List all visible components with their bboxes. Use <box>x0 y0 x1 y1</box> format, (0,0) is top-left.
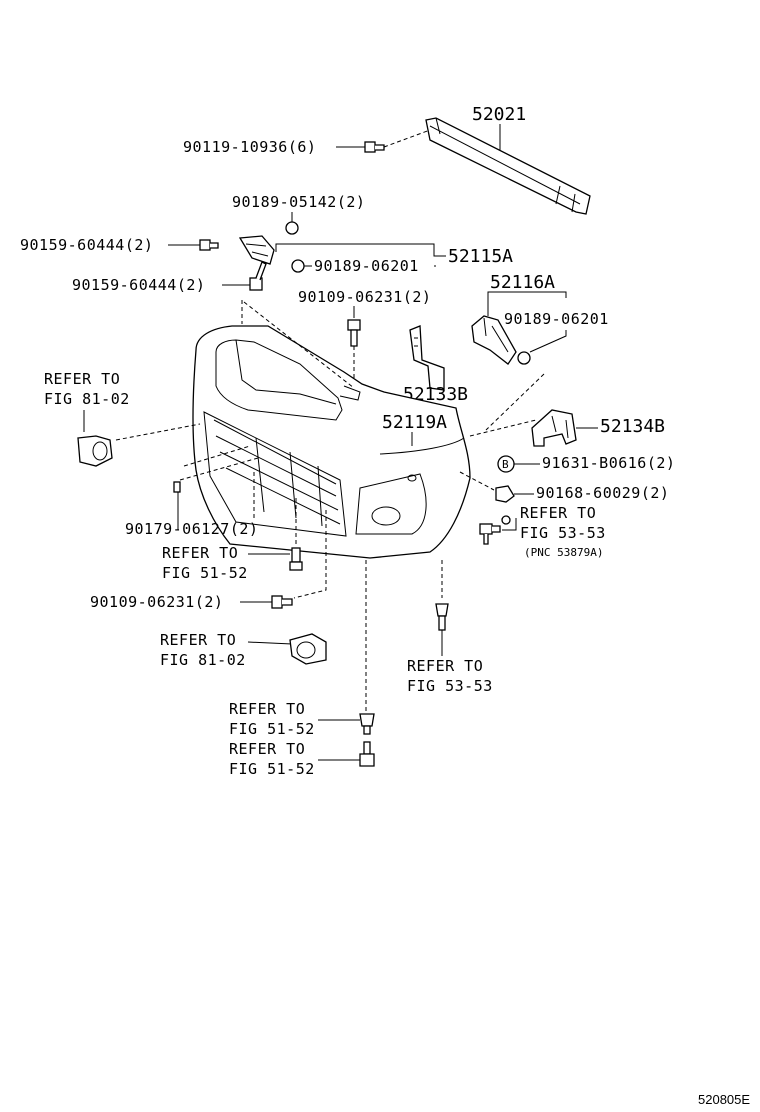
bumper-reinforcement[interactable] <box>425 117 591 215</box>
bracket-52116a[interactable] <box>471 315 517 365</box>
fog-lamp-right-icon[interactable] <box>289 633 327 665</box>
label-screw-upper: 90189-05142(2) <box>232 193 365 211</box>
refer-2-line1: REFER TO <box>162 544 238 562</box>
fog-lamp-left-icon[interactable] <box>77 435 113 467</box>
label-clip-left: 90179-06127(2) <box>125 520 258 538</box>
label-screw-mid: 90189-06201 <box>314 257 419 275</box>
refer-7-line1: REFER TO <box>229 740 305 758</box>
refer-5-line1: REFER TO <box>407 657 483 675</box>
label-bracket-b: 52116A <box>490 272 555 293</box>
label-bolt-left2: 90159-60444(2) <box>72 276 205 294</box>
label-bracket-a: 52115A <box>448 246 513 267</box>
label-reinforcement: 52021 <box>472 104 526 125</box>
label-bolt-lower: 90109-06231(2) <box>90 593 223 611</box>
refer-1-line2: FIG 81-02 <box>44 390 130 408</box>
refer-1-line1: REFER TO <box>44 370 120 388</box>
refer-2-line2: FIG 51-52 <box>162 564 248 582</box>
label-screw-right: 90189-06201 <box>504 310 609 328</box>
label-bolt-center: 90109-06231(2) <box>298 288 431 306</box>
label-bolt-left1: 90159-60444(2) <box>20 236 153 254</box>
push-clip-icon <box>435 603 449 631</box>
screw-right-icon <box>517 351 531 365</box>
bolt-lower-icon <box>271 595 293 609</box>
refer-5-line2: FIG 53-53 <box>407 677 493 695</box>
nut-right-icon <box>495 485 515 503</box>
bolt-left2-icon <box>249 261 267 291</box>
retainer-52133b[interactable] <box>409 325 445 391</box>
bolt-center-icon <box>347 319 361 347</box>
clip-b-symbol: B <box>502 458 509 471</box>
refer-4-line1: REFER TO <box>520 504 596 522</box>
label-bolt-top: 90119-10936(6) <box>183 138 316 156</box>
label-clip-b: 91631-B0616(2) <box>542 454 675 472</box>
bolt-top-icon <box>364 141 385 153</box>
clip-refer6-icon <box>359 713 375 735</box>
bracket-52115a[interactable] <box>238 235 275 265</box>
diagram-code: 520805E <box>698 1092 750 1107</box>
label-bumper-cover: 52119A <box>382 412 447 433</box>
screw-mid-icon <box>291 259 305 273</box>
refer-4-pnc: (PNC 53879A) <box>524 546 603 559</box>
label-nut-right: 90168-60029(2) <box>536 484 669 502</box>
bracket-52134b[interactable] <box>531 409 577 447</box>
sensor-connector-icon <box>479 515 511 545</box>
refer-3-line1: REFER TO <box>160 631 236 649</box>
refer-7-line2: FIG 51-52 <box>229 760 315 778</box>
refer-6-line2: FIG 51-52 <box>229 720 315 738</box>
clip-left-icon <box>173 481 181 493</box>
refer-4-line2: FIG 53-53 <box>520 524 606 542</box>
bolt-refer2-icon <box>289 547 303 571</box>
bolt-left1-icon <box>199 239 219 251</box>
screw-upper-icon <box>285 221 299 235</box>
refer-3-line2: FIG 81-02 <box>160 651 246 669</box>
front-bumper-cover[interactable] <box>192 325 471 559</box>
refer-6-line1: REFER TO <box>229 700 305 718</box>
screw-refer7-icon <box>359 741 375 767</box>
label-bracket-c: 52134B <box>600 416 665 437</box>
